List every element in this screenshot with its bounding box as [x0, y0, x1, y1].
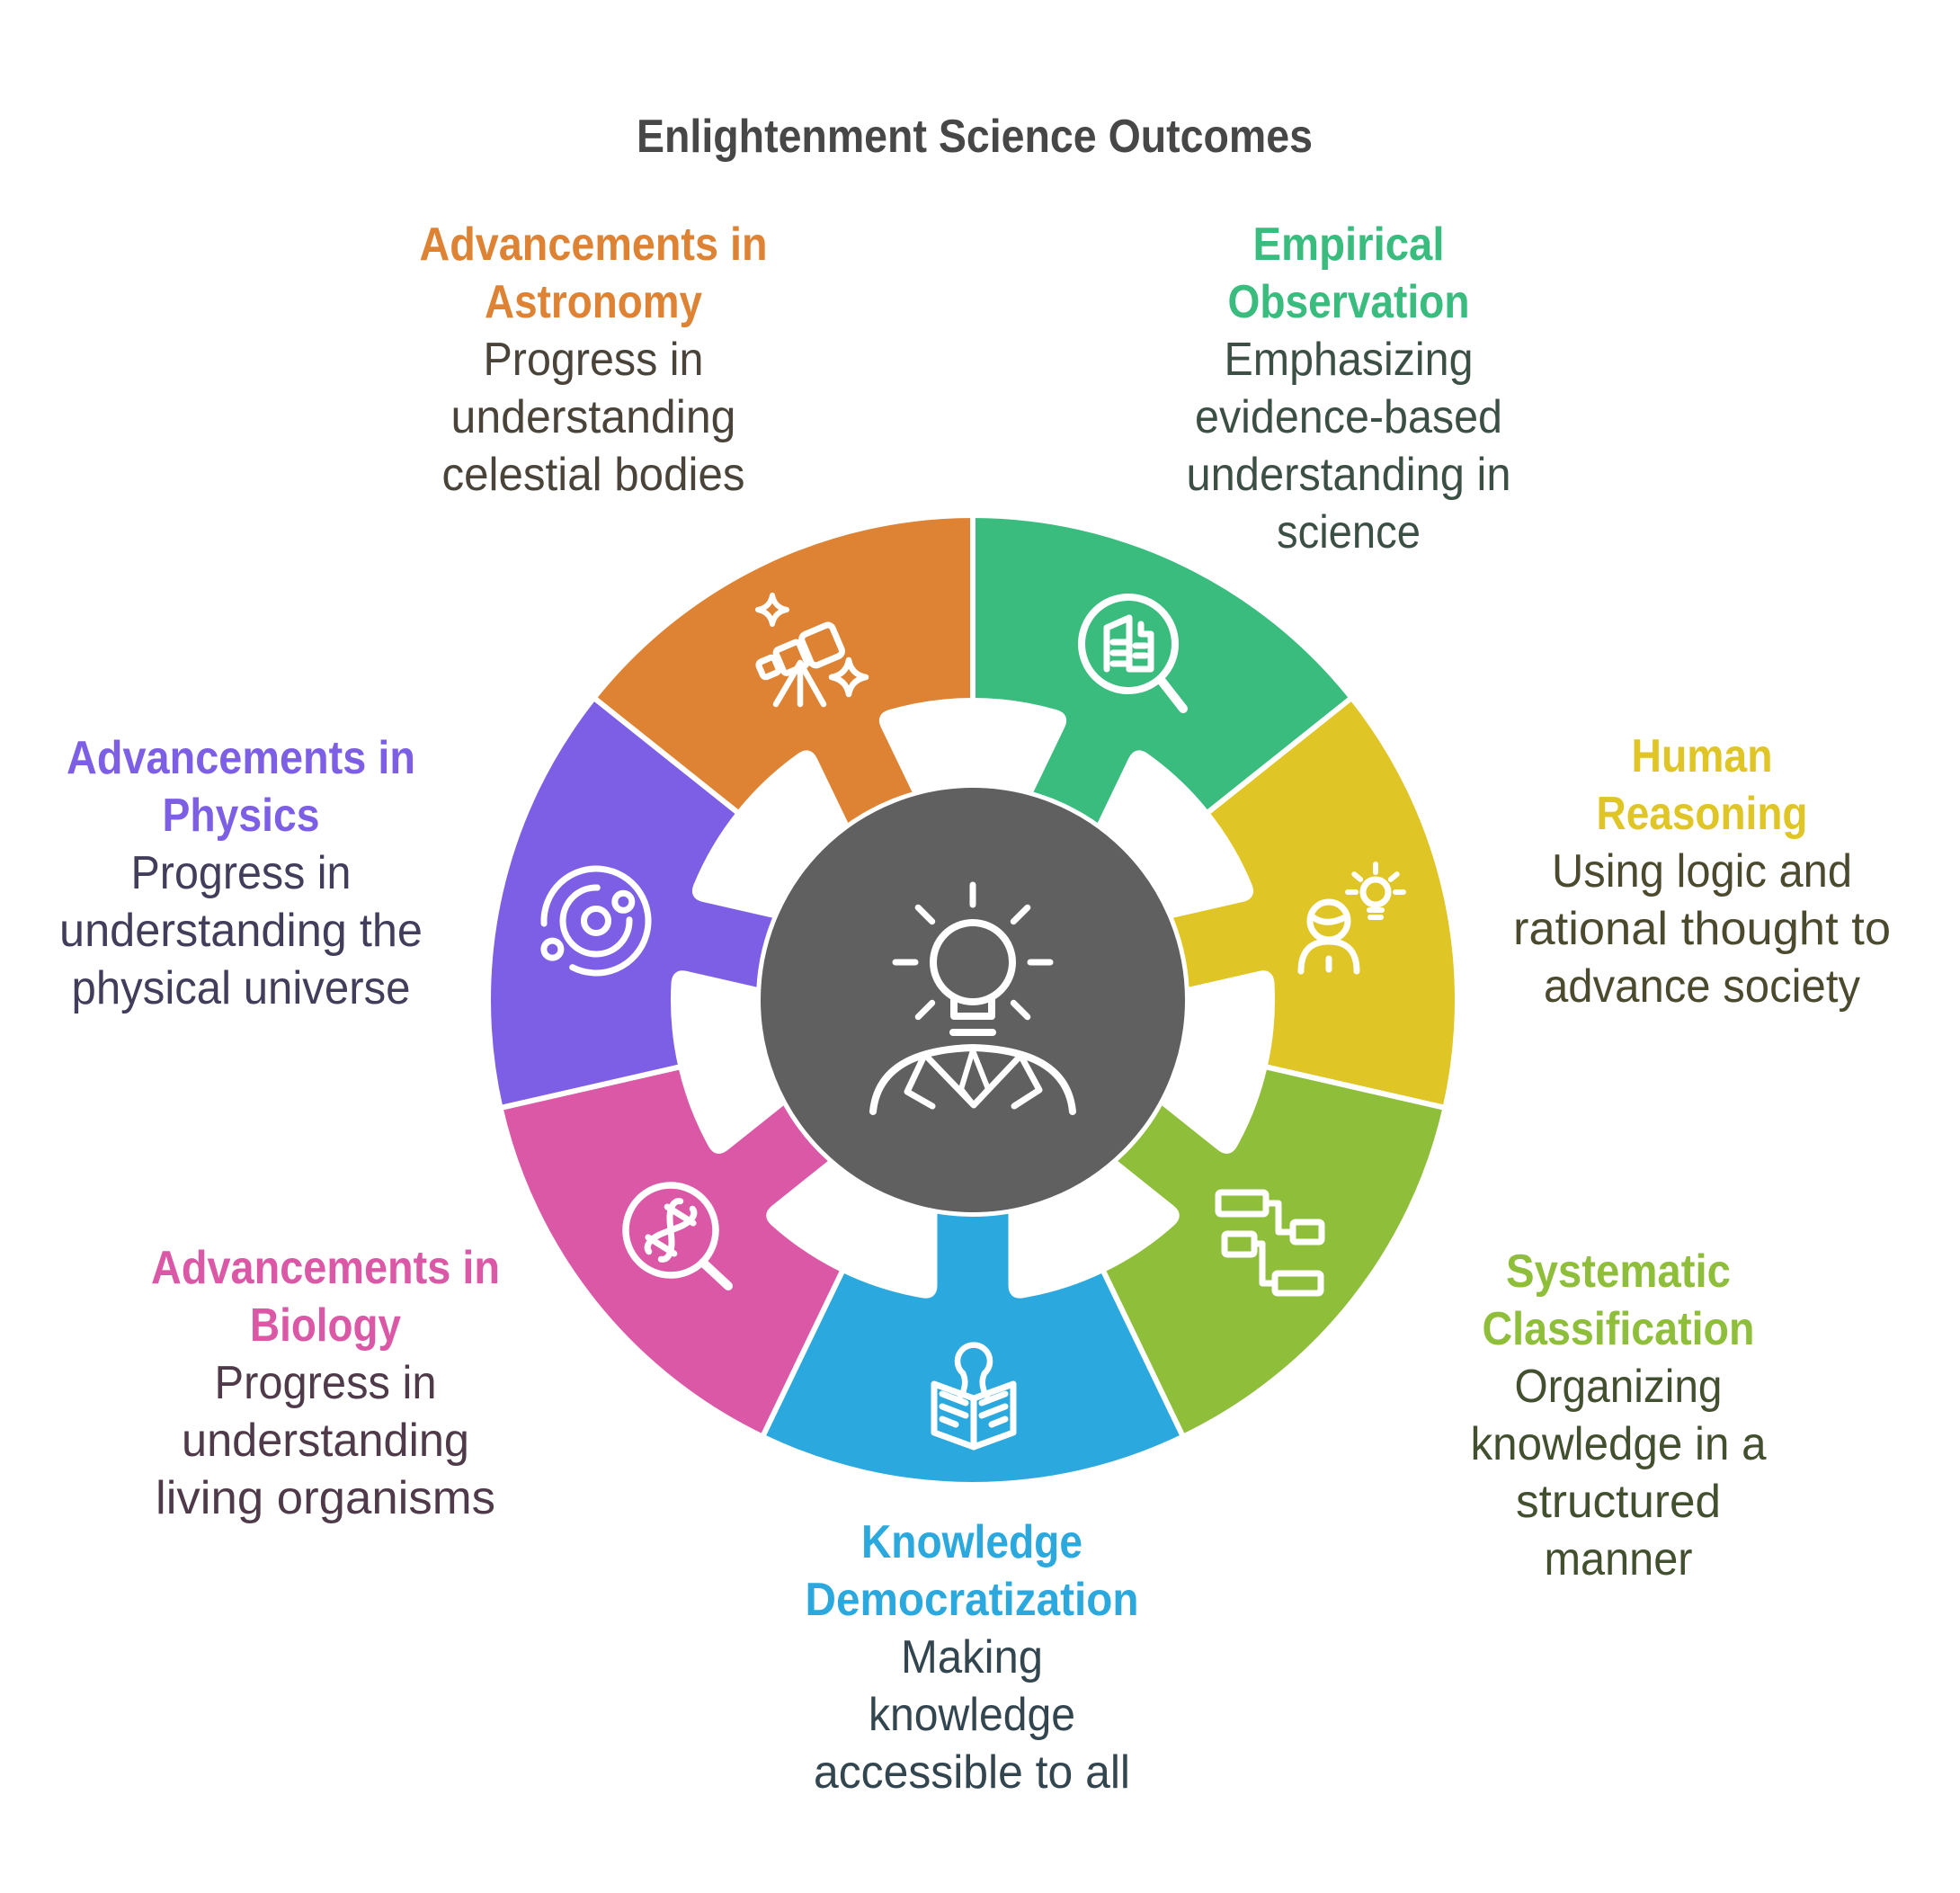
svg-text:accessible to all: accessible to all: [814, 1746, 1130, 1799]
svg-text:advance society: advance society: [1544, 960, 1860, 1013]
svg-text:Knowledge: Knowledge: [861, 1516, 1082, 1568]
svg-text:rational thought to: rational thought to: [1513, 903, 1891, 955]
svg-text:understanding in: understanding in: [1187, 449, 1511, 501]
svg-text:Physics: Physics: [163, 790, 320, 842]
svg-text:Human: Human: [1632, 730, 1773, 782]
svg-text:Observation: Observation: [1228, 276, 1470, 328]
svg-text:Progress in: Progress in: [484, 334, 704, 386]
svg-text:Classification: Classification: [1483, 1303, 1755, 1355]
svg-text:Making: Making: [901, 1631, 1043, 1683]
svg-text:Democratization: Democratization: [806, 1574, 1139, 1626]
svg-text:Empirical: Empirical: [1253, 219, 1445, 271]
svg-text:science: science: [1277, 506, 1421, 558]
svg-text:Emphasizing: Emphasizing: [1225, 334, 1474, 386]
svg-text:Progress in: Progress in: [131, 847, 352, 899]
svg-text:Organizing: Organizing: [1515, 1361, 1723, 1413]
svg-text:celestial bodies: celestial bodies: [442, 449, 745, 501]
svg-text:Systematic: Systematic: [1506, 1246, 1731, 1298]
svg-text:Advancements in: Advancements in: [151, 1242, 500, 1294]
svg-text:Reasoning: Reasoning: [1597, 788, 1808, 840]
svg-text:Enlightenment Science Outcomes: Enlightenment Science Outcomes: [637, 111, 1313, 163]
svg-text:understanding the: understanding the: [59, 905, 423, 957]
svg-text:manner: manner: [1545, 1533, 1693, 1585]
svg-text:living organisms: living organisms: [156, 1472, 495, 1524]
svg-text:understanding: understanding: [182, 1415, 469, 1467]
svg-text:Advancements in: Advancements in: [420, 219, 768, 271]
svg-text:knowledge in a: knowledge in a: [1471, 1418, 1767, 1470]
svg-text:Using logic and: Using logic and: [1552, 845, 1852, 897]
svg-text:structured: structured: [1516, 1476, 1721, 1528]
svg-text:understanding: understanding: [451, 391, 736, 443]
svg-text:Advancements in: Advancements in: [67, 732, 415, 784]
svg-text:Progress in: Progress in: [215, 1357, 437, 1409]
svg-text:Astronomy: Astronomy: [485, 276, 702, 328]
svg-text:knowledge: knowledge: [869, 1689, 1075, 1741]
svg-text:Biology: Biology: [250, 1299, 401, 1352]
svg-text:physical universe: physical universe: [72, 962, 411, 1014]
svg-text:evidence-based: evidence-based: [1195, 391, 1502, 443]
